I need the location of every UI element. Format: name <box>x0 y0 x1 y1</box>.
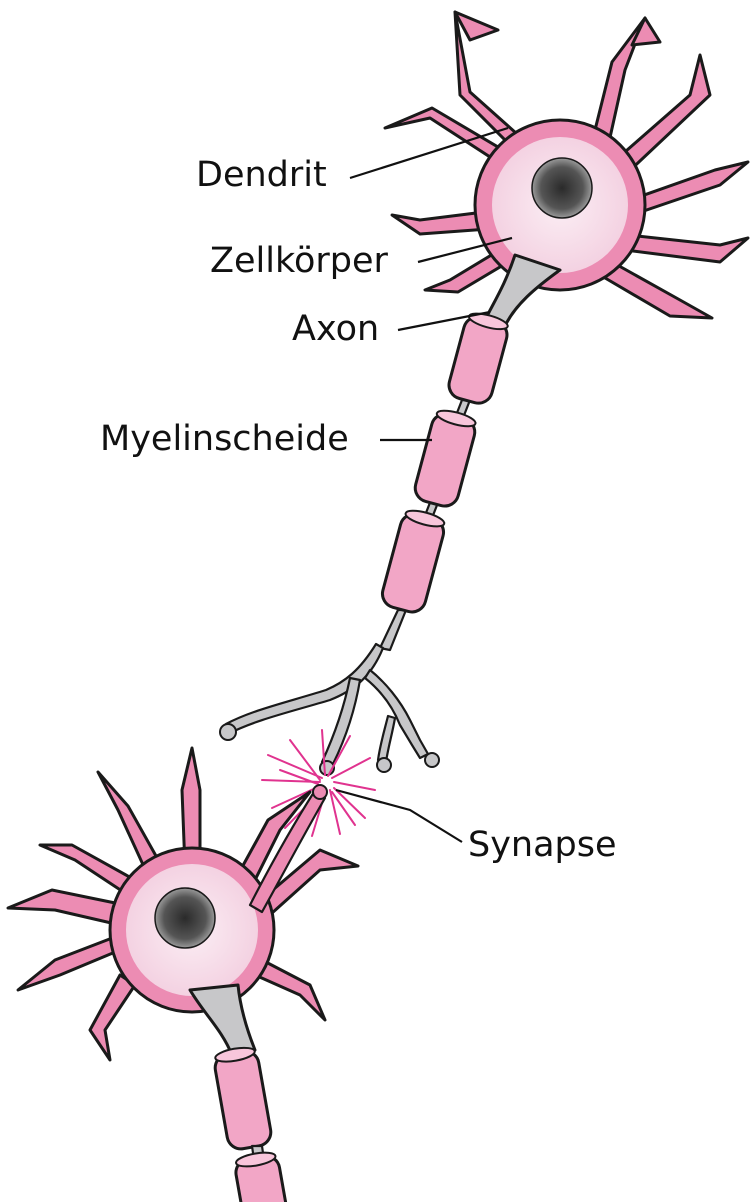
label-myelin-sheath: Myelinscheide <box>100 419 349 459</box>
lower-axon-hillock <box>190 985 255 1055</box>
myelin-segment <box>379 507 447 615</box>
myelin-segment <box>446 310 511 406</box>
lower-nucleus <box>155 888 215 948</box>
label-dendrite: Dendrit <box>196 155 327 195</box>
upper-nucleus <box>532 158 592 218</box>
upper-neuron <box>385 12 748 326</box>
lower-neuron <box>8 748 358 1202</box>
label-cell-body: Zellkörper <box>210 241 389 281</box>
axon-terminals <box>220 644 439 775</box>
myelin-segment <box>412 407 479 509</box>
myelin-sheath <box>379 310 511 615</box>
synapse-leader <box>336 790 462 842</box>
label-synapse: Synapse <box>468 825 617 865</box>
lower-myelin-segment <box>212 1045 273 1151</box>
lower-myelin-segment <box>233 1150 291 1202</box>
label-axon: Axon <box>292 309 379 349</box>
